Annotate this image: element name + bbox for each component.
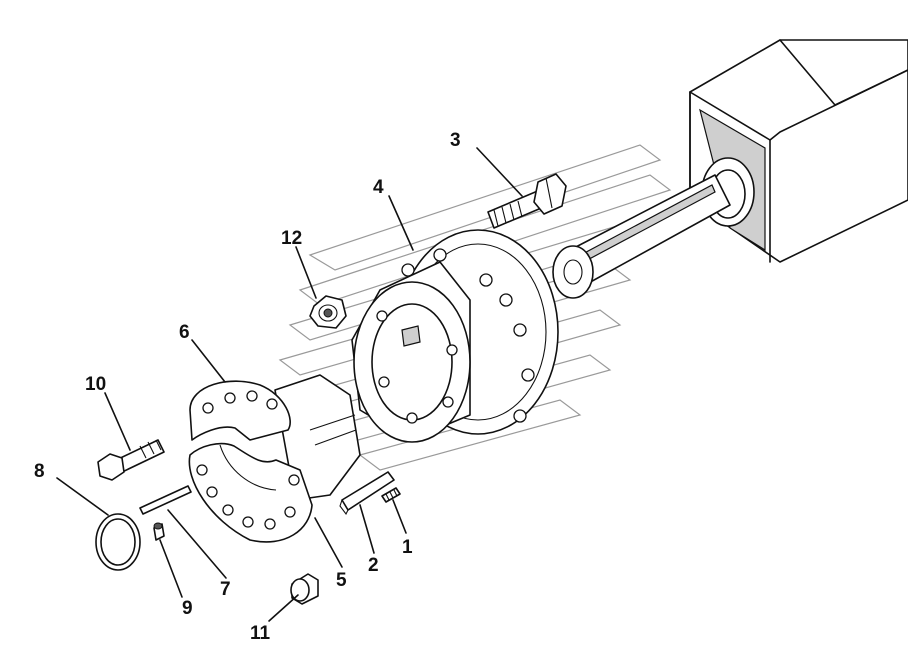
callout-6: 6 (179, 322, 190, 343)
split-bushing-6 (188, 374, 361, 543)
leader-lines (56, 147, 523, 622)
callout-1: 1 (402, 537, 413, 558)
bolt-3 (487, 173, 567, 229)
callout-8: 8 (34, 461, 45, 482)
plug-cap-11 (290, 573, 319, 605)
gearbox-housing (689, 39, 908, 263)
callout-5: 5 (336, 570, 347, 591)
retaining-ring-8 (95, 513, 141, 571)
nut-12 (309, 295, 347, 329)
pin-7 (139, 485, 192, 515)
callout-12: 12 (281, 228, 302, 249)
callout-7: 7 (220, 579, 231, 600)
callout-10: 10 (85, 374, 106, 395)
output-shaft (552, 174, 731, 299)
callout-9: 9 (182, 598, 193, 619)
callout-2: 2 (368, 555, 379, 576)
callout-labels: 1 2 3 4 5 6 7 8 9 10 11 12 (34, 130, 461, 644)
set-screw-1 (381, 487, 401, 503)
key-2 (339, 471, 395, 516)
callout-4: 4 (373, 177, 384, 198)
set-screw-9 (153, 522, 165, 541)
hex-bolt-10 (97, 439, 165, 481)
callout-11: 11 (250, 623, 271, 644)
callout-3: 3 (450, 130, 461, 151)
flange-hub-4 (351, 229, 559, 443)
